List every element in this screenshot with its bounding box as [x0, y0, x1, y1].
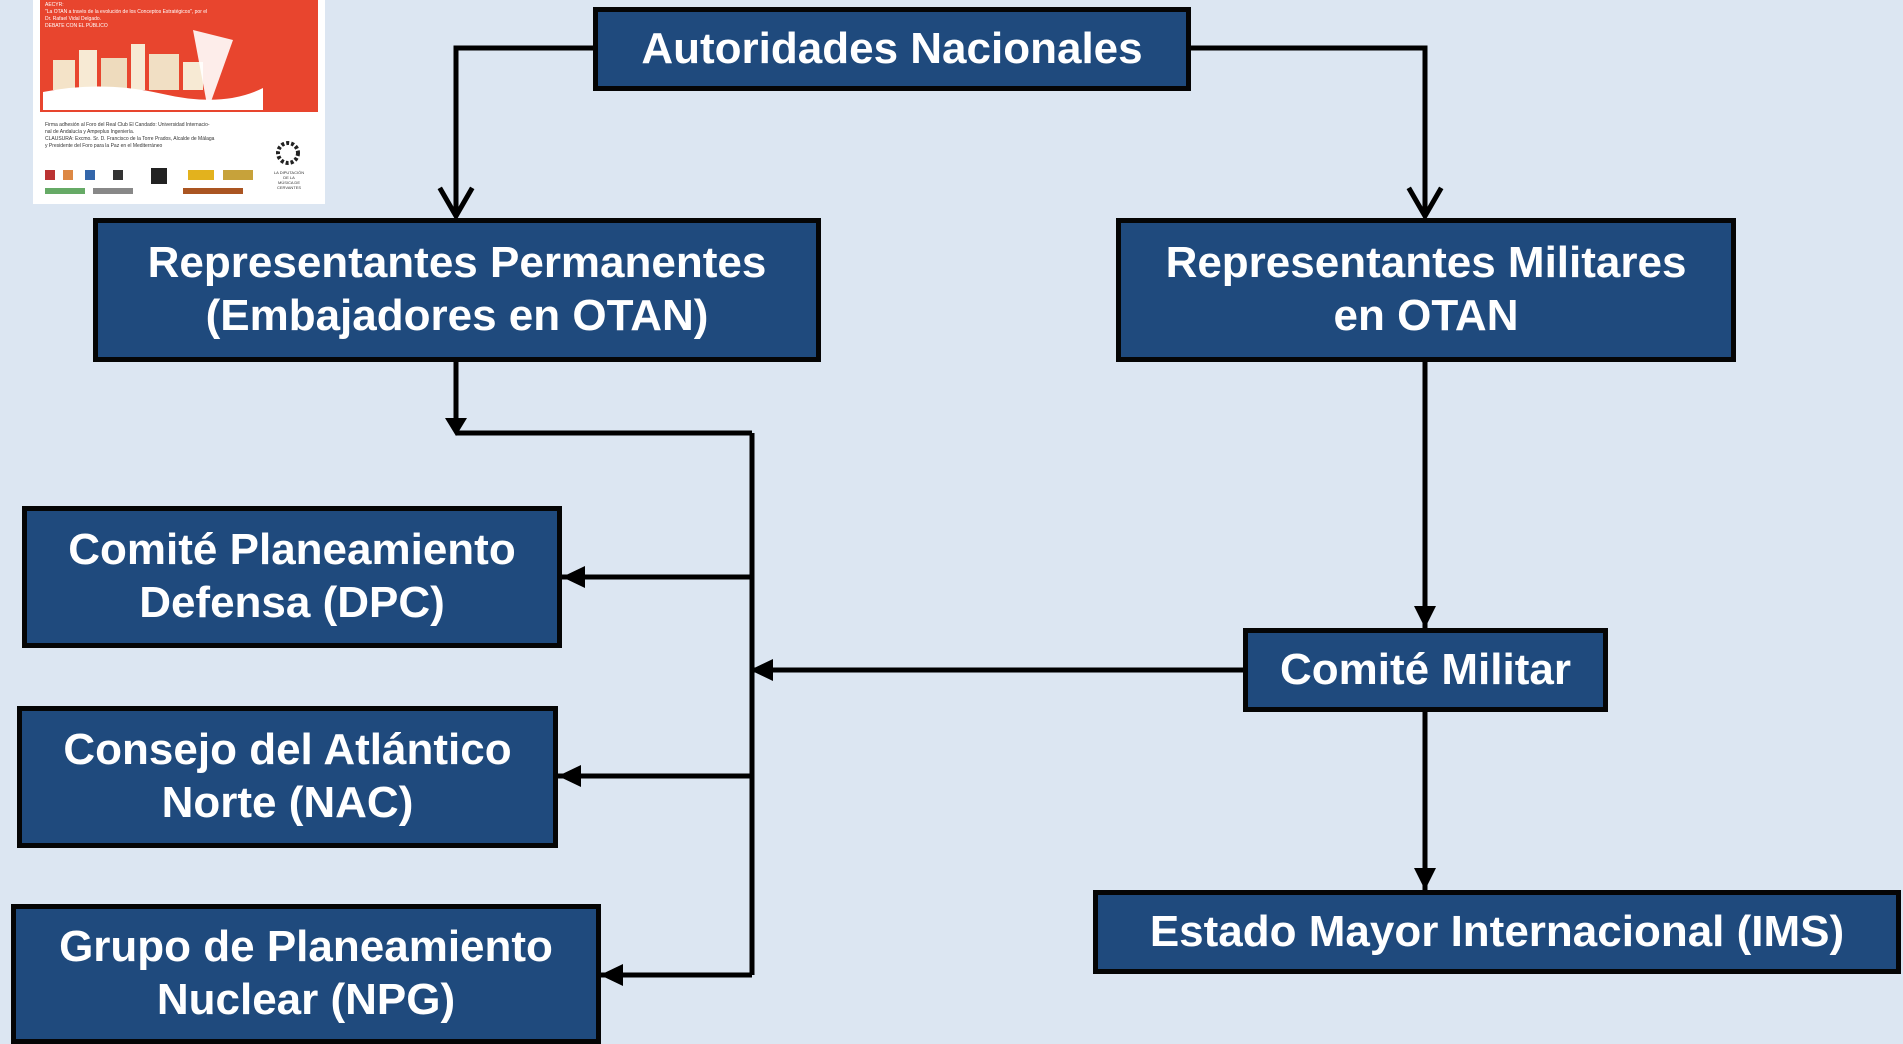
arrowhead-nac — [558, 765, 581, 787]
node-label-line1: Representantes Militares — [1165, 238, 1687, 288]
node-label-line2: en OTAN — [1333, 291, 1519, 340]
connector-autoridades-to-permanentes — [453, 45, 596, 216]
sponsor-logo-icon — [45, 170, 55, 180]
node-label-line1: Representantes Permanentes — [147, 238, 767, 288]
sponsor-logo-icon — [188, 170, 214, 180]
node-label-line1: Comité Planeamiento — [68, 525, 516, 575]
arrowhead-comite-to-bus — [750, 659, 773, 681]
sponsor-logo-icon — [151, 168, 167, 184]
poster-body-text: Firma adhesión al Foro del Real Club El … — [45, 122, 215, 149]
node-label-line2: Nuclear (NPG) — [156, 975, 456, 1024]
node-label-line1: Grupo de Planeamiento — [59, 922, 553, 972]
node-label-line2: (Embajadores en OTAN) — [205, 291, 709, 340]
node-estado-mayor-internacional: Estado Mayor Internacional (IMS) — [1093, 890, 1901, 974]
arrowhead-comite — [1414, 606, 1436, 628]
node-label-line1: Consejo del Atlántico — [63, 725, 512, 775]
node-label-line2: Defensa (DPC) — [139, 578, 445, 627]
poster-top-text: AECYR: "La OTAN a través de la evolución… — [45, 2, 208, 29]
poster-logo-caption: LA DIPUTACIÓN DE LA MÚSICA DE CERVANTES — [273, 170, 305, 190]
node-consejo-atlantico-norte: Consejo del Atlántico Norte (NAC) — [17, 706, 558, 848]
node-autoridades-nacionales: Autoridades Nacionales — [593, 7, 1191, 91]
sponsor-logo-icon — [223, 170, 253, 180]
arrowhead-bus-top — [445, 418, 467, 436]
arrowhead-ims — [1414, 868, 1436, 890]
arrowhead-permanentes — [437, 186, 475, 222]
sponsor-logo-icon — [45, 188, 85, 194]
node-label: Autoridades Nacionales — [641, 23, 1143, 73]
node-representantes-militares: Representantes Militares en OTAN — [1116, 218, 1736, 362]
sponsor-logo-icon — [63, 170, 73, 180]
node-comite-militar: Comité Militar — [1243, 628, 1608, 712]
event-poster-thumbnail: AECYR: "La OTAN a través de la evolución… — [33, 0, 325, 204]
arrowhead-npg — [600, 964, 623, 986]
node-label: Estado Mayor Internacional (IMS) — [1149, 906, 1845, 956]
poster-circle-logo-icon — [276, 141, 300, 165]
node-label-line2: Norte (NAC) — [161, 778, 414, 827]
node-representantes-permanentes: Representantes Permanentes (Embajadores … — [93, 218, 821, 362]
sponsor-logo-icon — [85, 170, 95, 180]
sponsor-logo-icon — [113, 170, 123, 180]
arrowhead-dpc — [562, 566, 585, 588]
node-label: Comité Militar — [1280, 644, 1571, 694]
arrowhead-militares — [1406, 186, 1444, 222]
sponsor-logo-icon — [93, 188, 133, 194]
poster-town-illustration — [43, 30, 263, 110]
node-comite-planeamiento-defensa: Comité Planeamiento Defensa (DPC) — [22, 506, 562, 648]
sponsor-logo-icon — [183, 188, 243, 194]
connector-autoridades-to-militares — [1188, 45, 1428, 216]
node-grupo-planeamiento-nuclear: Grupo de Planeamiento Nuclear (NPG) — [11, 904, 601, 1044]
